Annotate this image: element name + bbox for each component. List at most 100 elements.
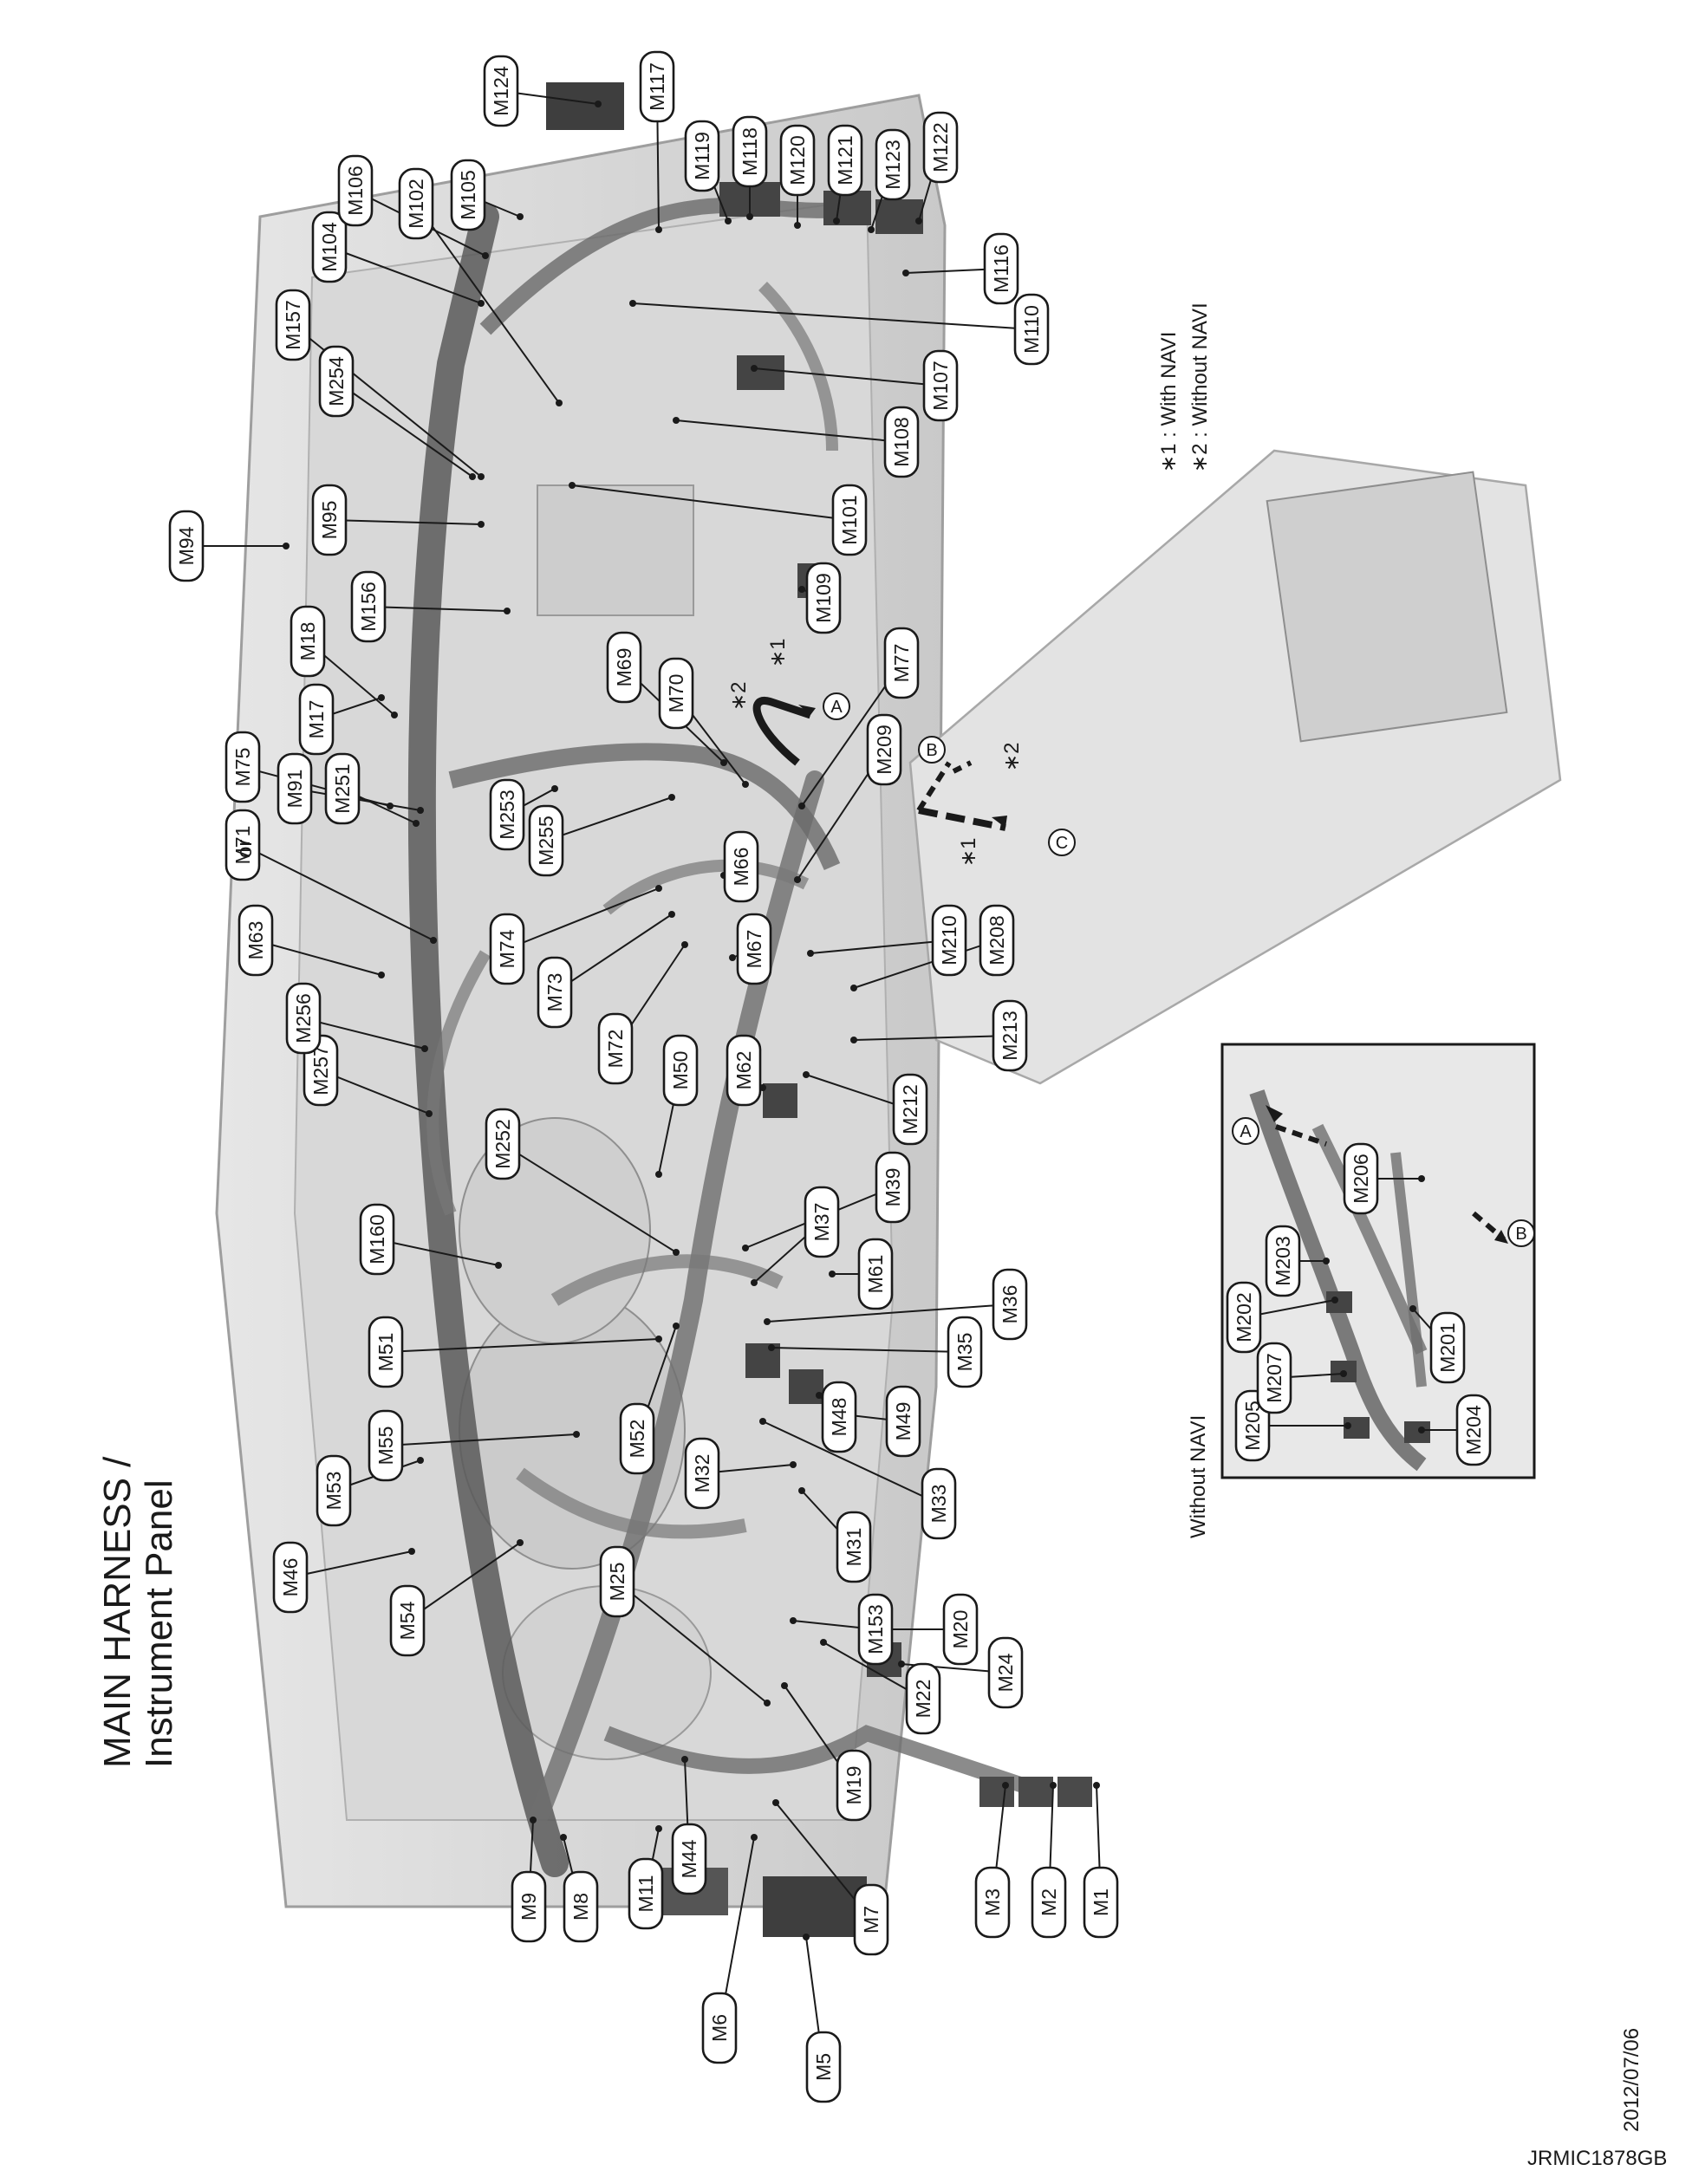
connector-label: M209	[873, 725, 895, 775]
connector-label: M210	[938, 915, 960, 965]
connector-point-m46	[408, 1548, 415, 1555]
connector-callout-m91: M91	[277, 752, 313, 825]
connector-callout-m119: M119	[684, 120, 720, 192]
connector-point-m53	[417, 1457, 424, 1464]
callout-box	[298, 683, 335, 756]
callout-box	[238, 904, 274, 977]
connector-point-m11	[655, 1825, 662, 1832]
connector-callout-m251: M251	[324, 752, 361, 825]
callout-box	[324, 752, 361, 825]
callout-box	[272, 1541, 309, 1614]
connector-point-m63	[378, 972, 385, 978]
connector-callout-m71: M71	[225, 809, 261, 881]
connector-callout-m203: M203	[1265, 1225, 1301, 1297]
callout-box	[389, 1584, 426, 1657]
connector-point-m110	[629, 300, 636, 307]
leader-line-m63	[255, 939, 382, 976]
connector-callout-m121: M121	[827, 124, 863, 197]
connector-point-m74	[655, 885, 662, 892]
connector-point-m8	[560, 1834, 567, 1841]
connector-label: M104	[318, 222, 341, 272]
connector-label: M19	[843, 1766, 865, 1805]
connector-label: M202	[1233, 1292, 1255, 1342]
connector-point-m24	[898, 1661, 905, 1667]
diagram-title: MAIN HARNESS / Instrument Panel	[96, 1456, 180, 1768]
connector-point-m17	[378, 694, 385, 701]
connector-label: M54	[396, 1601, 419, 1640]
connector-point-m39	[742, 1245, 749, 1251]
leader-line-m160	[376, 1238, 499, 1266]
connector-point-m202	[1331, 1297, 1338, 1303]
leader-line-m55	[385, 1433, 577, 1446]
connector-label: M95	[318, 501, 341, 540]
connector-label: M3	[981, 1888, 1004, 1916]
callout-box	[701, 1992, 738, 2064]
callout-box	[723, 830, 759, 903]
callout-box	[736, 913, 772, 985]
callout-box	[1429, 1311, 1466, 1384]
svg-text:A: A	[1240, 1122, 1252, 1141]
connector-callout-m212: M212	[892, 1073, 928, 1146]
connector-label: M7	[860, 1906, 882, 1934]
connector-point-m252	[673, 1249, 680, 1256]
callout-box	[599, 1545, 635, 1618]
connector-callout-m20: M20	[942, 1593, 979, 1666]
connector-label: M157	[282, 300, 304, 350]
connector-point-m251	[413, 820, 420, 827]
connector-label: M63	[244, 921, 267, 960]
leader-line-m257	[320, 1069, 430, 1115]
callout-box	[726, 1034, 762, 1107]
note-with-navi: ∗1 : With NAVI	[1157, 332, 1181, 472]
connector-label: M66	[730, 848, 752, 887]
connector-callout-m252: M252	[485, 1108, 521, 1180]
connector-point-m35	[768, 1344, 775, 1351]
callout-box	[350, 570, 387, 643]
connector-callout-m18: M18	[290, 605, 326, 678]
connector-callout-m66: M66	[723, 830, 759, 903]
connector-label: M73	[543, 973, 566, 1012]
leader-line-m46	[290, 1550, 413, 1578]
connector-point-m205	[1344, 1422, 1351, 1429]
connector-point-m201	[1409, 1305, 1416, 1312]
connector-point-m69	[720, 759, 727, 766]
connector-label: M205	[1241, 1401, 1264, 1451]
route-letter-a: A	[823, 692, 850, 720]
connector-callout-m106: M106	[337, 154, 374, 227]
connector-label: M53	[322, 1472, 345, 1511]
callout-box	[1083, 1866, 1119, 1939]
callout-box	[168, 510, 205, 582]
callout-box	[866, 713, 902, 786]
connector-callout-m257: M257	[303, 1034, 339, 1107]
connector-point-m73	[668, 911, 675, 918]
connector-point-m208	[850, 985, 857, 991]
leader-line-m107	[753, 367, 941, 387]
connector-point-m120	[794, 222, 801, 229]
drawing-date: 2012/07/06	[1620, 2028, 1643, 2132]
callout-box	[942, 1593, 979, 1666]
connector-label: M72	[604, 1030, 627, 1069]
connector-callout-m107: M107	[922, 349, 959, 422]
connector-point-m257	[426, 1110, 433, 1117]
connector-callout-m2: M2	[1031, 1866, 1067, 1939]
callout-box	[639, 50, 675, 123]
connector-label: M254	[325, 356, 348, 406]
connector-point-m255	[668, 794, 675, 801]
callout-box	[931, 904, 967, 977]
callout-box	[311, 211, 348, 283]
leader-line-m74	[506, 887, 660, 950]
connector-callout-m70: M70	[658, 657, 694, 730]
connector-label: M91	[283, 770, 306, 809]
connector-callout-m110: M110	[1013, 293, 1050, 366]
connector-label: M17	[305, 700, 328, 739]
inset-label: Without NAVI	[1187, 1415, 1210, 1538]
callout-box	[489, 913, 525, 985]
star1-marker-mid: ∗1	[957, 838, 980, 867]
connector-callout-m206: M206	[1343, 1142, 1379, 1215]
connector-point-m71	[430, 937, 437, 944]
callout-box	[225, 809, 261, 881]
leader-line-m71	[242, 844, 434, 941]
connector-label: M71	[231, 826, 254, 865]
connector-label: M110	[1020, 305, 1043, 354]
connector-point-m256	[421, 1045, 428, 1052]
connector-callout-m50: M50	[662, 1034, 699, 1107]
